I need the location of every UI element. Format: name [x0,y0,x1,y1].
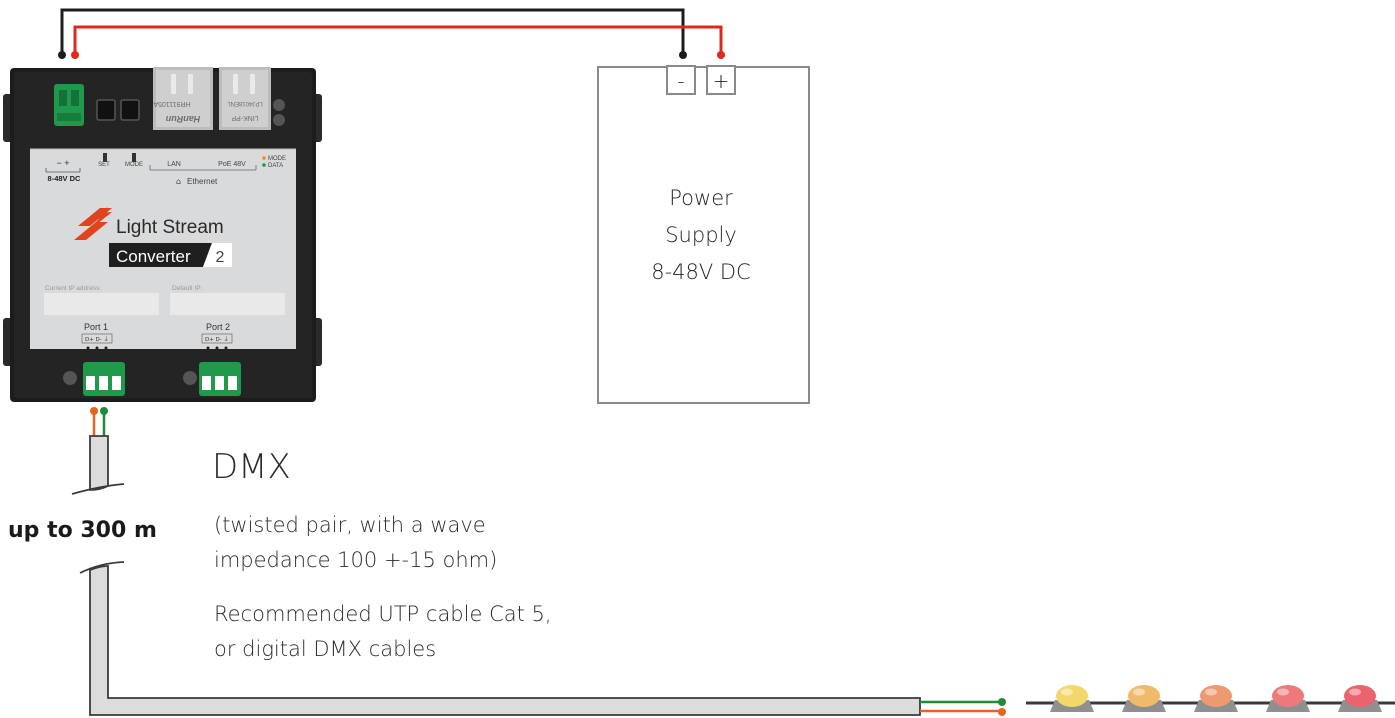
power-supply-box [597,66,810,404]
product-name: Converter [116,247,191,266]
ethernet-icon: ⌂ [176,177,181,186]
rj45-lan [153,67,213,130]
label-led-data: DATA [268,163,283,169]
psu-plus-sign: + [713,69,730,93]
dmx-rec-line1: Recommended UTP cable Cat 5, [214,602,552,626]
dmx-rec-line2: or digital DMX cables [214,637,436,661]
distance-label: up to 300 m [8,518,157,543]
rj45-poe [219,67,271,130]
light-pixel [1050,685,1094,712]
light-pixel [1194,685,1238,712]
port2-label: Port 2 [206,322,230,332]
product-badge [109,243,212,267]
light-string [1026,685,1395,712]
red-wire [73,25,723,54]
port2-led [183,371,197,385]
set-button[interactable] [96,99,116,121]
rj45-left-code: HR911105A [153,100,190,107]
black-wire [60,8,685,54]
light-pixel [1266,685,1310,712]
rj45-right-code: LPJ4018ENL [227,100,263,106]
port2-pins: D+ D- ⏚ [205,336,229,343]
psu-label-line3: 8-48V DC [651,260,751,284]
psu-label-line1: Power [669,186,733,210]
psu-label-line2: Supply [665,223,737,247]
black-wire-end-psu [679,51,687,59]
red-wire-end-psu [717,51,725,59]
dmx-note-line2: impedance 100 +-15 ohm) [214,548,497,572]
port1-terminal [83,362,125,396]
dmx-title: DMX [212,447,291,487]
port1-pins: D+ D- ⏚ [85,336,109,343]
power-wires [60,8,723,54]
port1-led [63,371,77,385]
brand-logo [74,207,112,240]
label-set: SET [98,162,110,168]
dmx-cable [71,407,1006,716]
rj45-left-brand: HanRun [165,114,200,124]
dmx-note-line1: (twisted pair, with a wave [214,513,486,537]
port1-label: Port 1 [84,322,108,332]
cable-lower [89,565,921,716]
label-lan: LAN [167,161,181,168]
label-mode: MODE [125,162,143,168]
light-pixel [1122,685,1166,712]
red-wire-end-device [71,51,79,59]
power-signs: − + [56,158,69,168]
psu-minus-terminal [666,65,696,95]
black-wire-end-device [58,51,66,59]
label-led-mode: MODE [268,156,286,162]
ip-current-field [44,293,159,315]
power-voltage-label: 8-48V DC [48,174,82,183]
label-ethernet: Ethernet [187,177,218,186]
led-bottom [273,114,285,126]
light-pixel [1338,685,1382,712]
ip-current-label: Current IP address: [45,285,101,292]
product-version: 2 [216,249,225,266]
rj45-right-brand: LINK-PP [231,114,259,121]
port2-terminal [199,362,241,396]
ip-default-label: Default IP: [172,285,203,292]
brand-name: Light Stream [116,217,224,238]
converter-device: HR911105A HanRun LPJ4018ENL LINK-PP − + … [3,67,322,402]
label-poe: PoE 48V [218,161,246,168]
psu-plus-terminal [706,65,736,95]
power-supply: - + Power Supply 8-48V DC [597,65,810,404]
psu-minus-sign: - [677,69,684,93]
cable-upper [89,435,109,491]
led-top [273,99,285,111]
mode-button[interactable] [120,99,140,121]
ip-default-field [170,293,285,315]
